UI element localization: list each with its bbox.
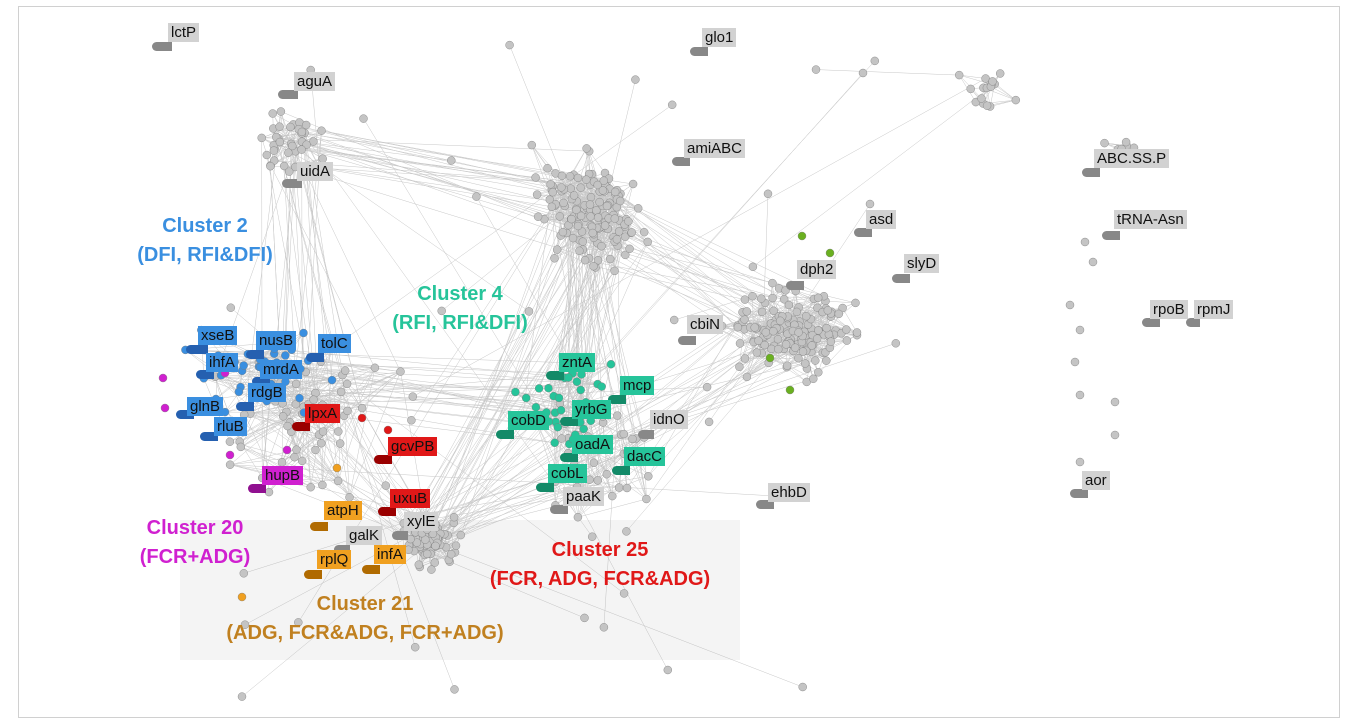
cluster-20-name: Cluster 20 [146,517,244,539]
gene-label-xseB: xseB [198,326,238,345]
cluster-21-name: Cluster 21 [316,593,414,615]
gene-label-paaK: paaK [563,487,605,506]
gene-label-atpH: atpH [324,501,362,520]
cluster-25-name: Cluster 25 [551,539,649,561]
cluster-4-traits: (RFI, RFI&DFI) [392,312,528,334]
gene-label-lpxA: lpxA [305,404,341,423]
gene-label-galK: galK [346,526,383,545]
gene-label-amiABC: amiABC [684,139,746,158]
gene-label-idnO: idnO [650,410,688,429]
gene-label-zntA: zntA [559,353,596,372]
gene-label-oadA: oadA [572,435,614,454]
gene-label-lctP: lctP [168,23,200,42]
gene-label-aor: aor [1082,471,1110,490]
gene-label-rplQ: rplQ [317,550,352,569]
gene-label-gcvPB: gcvPB [388,437,438,456]
gene-label-dph2: dph2 [797,260,837,279]
cluster-4-label: Cluster 4 (RFI, RFI&DFI) [365,280,555,338]
cluster-2-traits: (DFI, RFI&DFI) [137,244,273,266]
gene-label-rdgB: rdgB [248,383,286,402]
gene-label-nusB: nusB [256,331,297,350]
cluster-4-name: Cluster 4 [417,283,503,305]
cluster-2-name: Cluster 2 [162,215,248,237]
gene-label-tRNA-Asn: tRNA-Asn [1114,210,1187,229]
gene-label-dacC: dacC [624,447,666,466]
gene-label-rluB: rluB [214,417,247,436]
gene-label-mrdA: mrdA [260,360,302,379]
cluster-2-label: Cluster 2 (DFI, RFI&DFI) [110,212,300,270]
gene-label-xylE: xylE [404,512,439,531]
gene-label-rpmJ: rpmJ [1194,300,1234,319]
gene-label-aguA: aguA [294,72,336,91]
label-panel [180,520,740,660]
cluster-21-label: Cluster 21 (ADG, FCR&ADG, FCR+ADG) [180,590,550,648]
cluster-20-label: Cluster 20 (FCR+ADG) [115,514,275,572]
gene-label-ABC-SS-P: ABC.SS.P [1094,149,1170,168]
gene-label-mcp: mcp [620,376,655,395]
gene-label-cbiN: cbiN [687,315,724,334]
gene-label-cobD: cobD [508,411,550,430]
gene-label-glnB: glnB [187,397,224,416]
gene-label-hupB: hupB [262,466,304,485]
gene-label-uidA: uidA [297,162,334,181]
cluster-25-traits: (FCR, ADG, FCR&ADG) [489,568,711,590]
gene-label-cobL: cobL [548,464,587,483]
gene-label-rpoB: rpoB [1150,300,1188,319]
gene-label-glo1: glo1 [702,28,737,47]
gene-label-yrbG: yrbG [572,400,611,419]
cluster-21-traits: (ADG, FCR&ADG, FCR+ADG) [226,622,504,644]
cluster-25-label: Cluster 25 (FCR, ADG, FCR&ADG) [455,536,745,594]
gene-label-ehbD: ehbD [768,483,810,502]
gene-label-infA: infA [374,545,406,564]
cluster-20-traits: (FCR+ADG) [139,546,251,568]
gene-label-slyD: slyD [904,254,940,273]
gene-label-asd: asd [866,210,897,229]
gene-label-uxuB: uxuB [390,489,431,508]
gene-label-tolC: tolC [318,334,351,353]
gene-label-ihfA: ihfA [206,353,238,372]
